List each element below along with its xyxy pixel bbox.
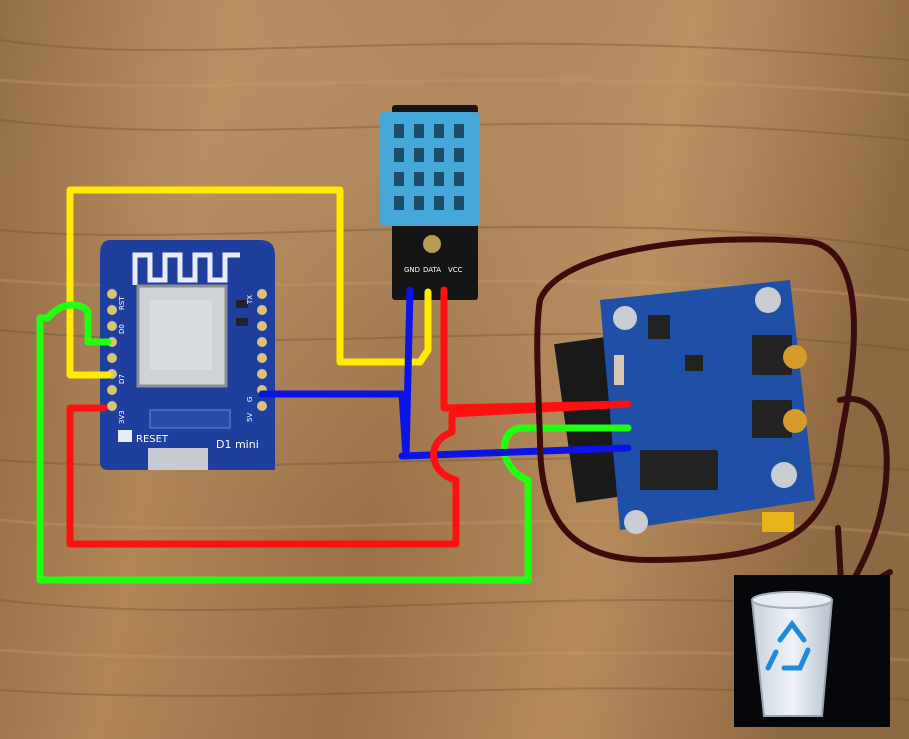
- pin-label-rst: RST: [118, 296, 126, 310]
- blue-wire-pir: [258, 286, 414, 460]
- board-label: D1 mini: [216, 438, 259, 451]
- dht-sensor: GND DATA VCC: [380, 105, 480, 300]
- pin-label-5v: 5V: [246, 413, 254, 422]
- pin-label-d7: D7: [118, 374, 126, 384]
- red-wire: [66, 286, 632, 548]
- pin-label-tx: TX: [246, 295, 254, 305]
- green-wire: [36, 301, 632, 584]
- pir-sensor: [554, 280, 815, 534]
- recycle-bin: [734, 575, 890, 727]
- pin-label-d0: D0: [118, 324, 126, 334]
- dht-pin-data: DATA: [423, 266, 441, 274]
- blue-wire-return: [398, 444, 632, 460]
- pin-label-g: G: [246, 397, 254, 402]
- reset-label: RESET: [136, 434, 169, 445]
- recycle-bin-icon: [765, 619, 811, 671]
- dht-pin-vcc: VCC: [448, 266, 463, 274]
- d1-mini-board: RESET D1 mini RST D0 D7 3V3 TX G 5V: [100, 240, 275, 470]
- antenna-trace: [132, 252, 240, 285]
- pin-label-3v3: 3V3: [118, 410, 126, 424]
- usb-port: [148, 448, 208, 470]
- wires: [36, 186, 632, 584]
- annotation-circle: [534, 236, 857, 564]
- dht-pin-gnd: GND: [404, 266, 420, 274]
- yellow-wire: [66, 186, 432, 379]
